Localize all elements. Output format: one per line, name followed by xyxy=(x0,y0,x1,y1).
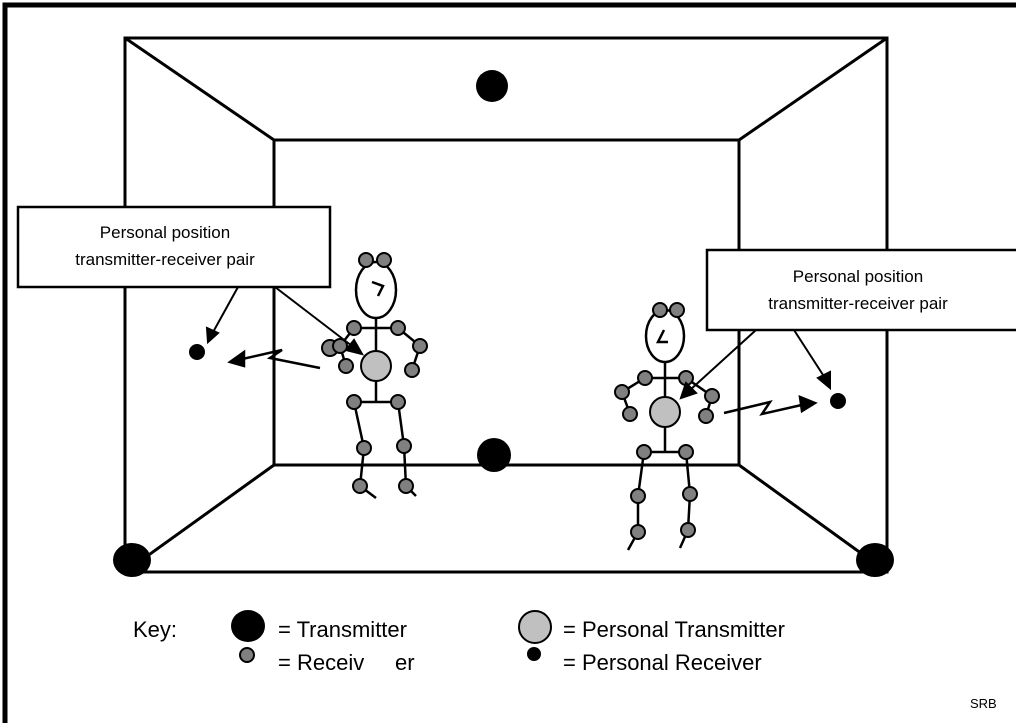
callout-left-pointers xyxy=(205,286,365,356)
receiver xyxy=(338,358,354,374)
personal-transmitter-left xyxy=(360,350,392,382)
pointer-to-receiver xyxy=(211,286,239,335)
personal-receiver-left xyxy=(189,344,205,360)
signal-zigzag-right xyxy=(723,400,807,416)
receiver xyxy=(332,338,348,354)
receiver xyxy=(652,302,668,318)
legend-transmitter-symbol xyxy=(231,610,265,642)
left-leg xyxy=(626,451,646,551)
receiver xyxy=(404,362,420,378)
receiver xyxy=(622,406,638,422)
receiver xyxy=(412,338,428,354)
person-right-receivers xyxy=(614,302,720,540)
face-mark xyxy=(371,280,385,297)
callout-line-1: Personal position xyxy=(793,267,923,286)
signal-arrowhead-right xyxy=(798,395,818,414)
personal-transmitter-right xyxy=(649,396,681,428)
receiver xyxy=(630,524,646,540)
signal-right xyxy=(723,395,818,416)
arrowhead xyxy=(344,338,365,356)
legend-transmitter-label: = Transmitter xyxy=(278,617,407,642)
room-transmitters xyxy=(113,70,894,577)
receiver xyxy=(678,444,694,460)
signal-zigzag-left xyxy=(237,348,321,370)
person-left-receivers xyxy=(321,252,428,494)
receiver xyxy=(396,438,412,454)
signal-left xyxy=(227,348,321,370)
callout-box xyxy=(705,248,1016,332)
receiver xyxy=(704,388,720,404)
person-left xyxy=(338,260,422,499)
head xyxy=(354,260,398,320)
callout-right-pointers xyxy=(679,329,831,400)
receiver xyxy=(356,440,372,456)
arrowhead xyxy=(816,370,831,391)
face-mark xyxy=(655,329,668,344)
receiver xyxy=(346,394,362,410)
pointer-to-receiver xyxy=(793,329,826,379)
callout-line-2: transmitter-receiver pair xyxy=(768,294,948,313)
receiver xyxy=(398,478,414,494)
receiver xyxy=(637,370,653,386)
pointer-to-transmitter xyxy=(689,329,757,391)
transmitter-bottom-left xyxy=(113,543,151,577)
receiver xyxy=(346,320,362,336)
left-leg xyxy=(352,401,377,499)
callout-line-2: transmitter-receiver pair xyxy=(75,250,255,269)
legend-receiver-label-part1: = Receiv xyxy=(278,650,364,675)
legend-receiver-symbol xyxy=(239,647,255,663)
receiver xyxy=(698,408,714,424)
legend-personal-transmitter-label: = Personal Transmitter xyxy=(563,617,785,642)
transmitter-back-wall xyxy=(477,438,511,472)
transmitter-bottom-right xyxy=(856,543,894,577)
arrowhead xyxy=(679,381,698,400)
receiver xyxy=(636,444,652,460)
transmitter-ceiling xyxy=(476,70,508,102)
receiver xyxy=(630,488,646,504)
legend: Key: = Transmitter = Receiv er = Persona… xyxy=(133,610,785,675)
legend-personal-receiver-label: = Personal Receiver xyxy=(563,650,762,675)
signal-arrowhead-left xyxy=(227,349,246,368)
receiver xyxy=(358,252,374,268)
legend-personal-transmitter-symbol xyxy=(518,610,552,644)
legend-title: Key: xyxy=(133,617,177,642)
room-edge-top-left xyxy=(124,36,275,142)
receiver xyxy=(376,252,392,268)
receiver xyxy=(390,394,406,410)
room-edge-top-right xyxy=(738,36,888,142)
receiver xyxy=(614,384,630,400)
pointer-to-transmitter xyxy=(274,286,353,347)
callout-right: Personal position transmitter-receiver p… xyxy=(705,248,1016,332)
receiver xyxy=(352,478,368,494)
receiver xyxy=(682,486,698,502)
receiver xyxy=(680,522,696,538)
legend-personal-receiver-symbol xyxy=(527,647,541,661)
author-initials: SRB xyxy=(970,696,997,711)
receiver xyxy=(669,302,685,318)
arrowhead xyxy=(205,326,220,345)
legend-receiver-label-part2: er xyxy=(395,650,415,675)
right-leg xyxy=(678,451,692,549)
person-right xyxy=(620,308,714,551)
callout-box xyxy=(16,205,332,289)
personal-receiver-right xyxy=(830,393,846,409)
callout-left: Personal position transmitter-receiver p… xyxy=(16,205,332,289)
callout-line-1: Personal position xyxy=(100,223,230,242)
receiver xyxy=(390,320,406,336)
